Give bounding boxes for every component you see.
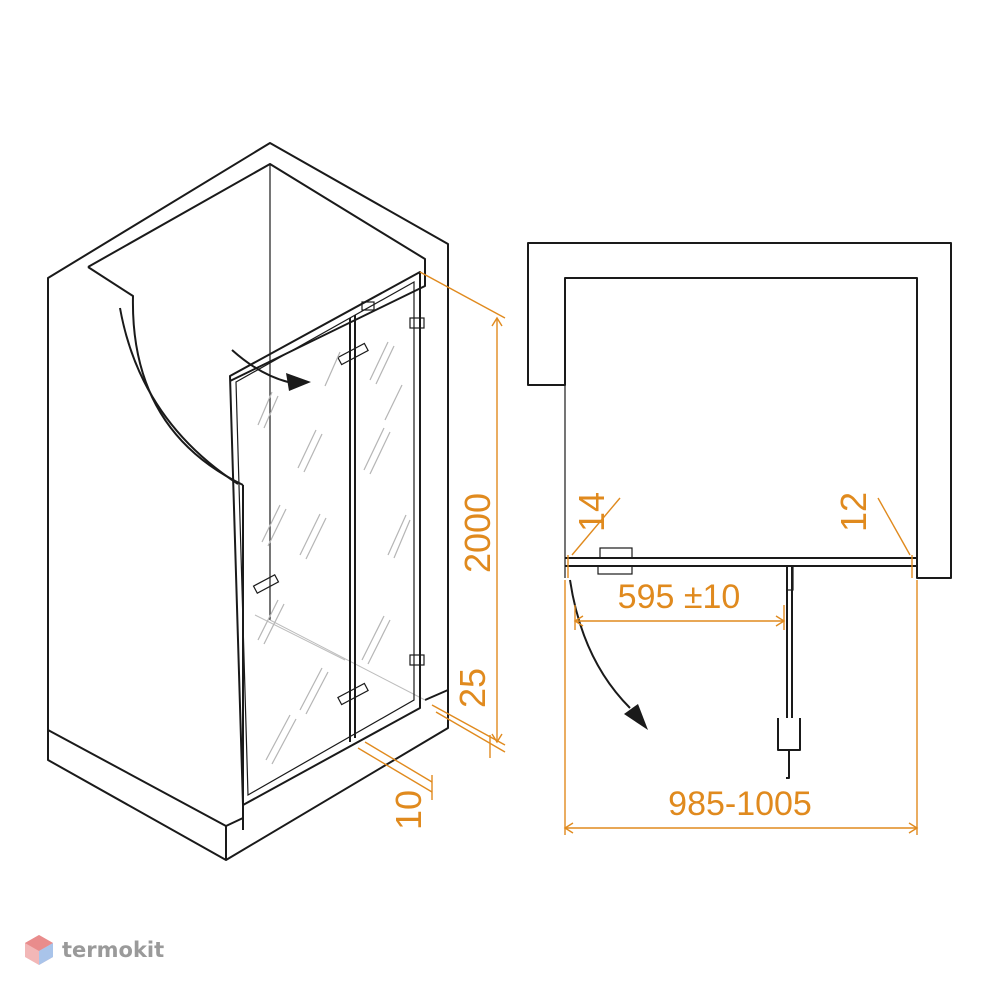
- plan-door-closed: [565, 557, 917, 567]
- dimension-gap-left-label: 14: [571, 492, 612, 532]
- hinge-bottom-wall: [409, 654, 425, 666]
- hinge-top-wall: [409, 317, 425, 329]
- plan-view: 14 12 595 ±10 985-1005: [527, 242, 952, 835]
- plan-folded-panel: [786, 566, 793, 718]
- door-outer-frame: [229, 271, 421, 806]
- plan-wall-outline: [527, 242, 952, 579]
- glass-hatching: [257, 341, 411, 765]
- dimension-height: [419, 271, 506, 746]
- dimension-bottom-label: 25: [452, 668, 493, 708]
- door-handle: [252, 574, 280, 594]
- plan-hinge: [599, 547, 633, 559]
- dimension-bottom: [435, 711, 506, 758]
- hinge-group: [337, 301, 425, 706]
- dimension-door-width-label: 595 ±10: [618, 578, 741, 616]
- dimension-threshold-label: 10: [388, 790, 429, 830]
- dimension-height-label: 2000: [457, 493, 498, 573]
- watermark: termokit: [24, 934, 164, 966]
- wall-top-inner-contour: [87, 163, 426, 382]
- dimension-gap-left: [567, 497, 621, 578]
- dimension-total-width-label: 985-1005: [668, 785, 812, 823]
- door-fold-line: [349, 315, 356, 742]
- niche-back-line: [119, 307, 239, 485]
- cube-logo-icon: [25, 935, 53, 965]
- hinge-bottom-fold: [337, 682, 369, 706]
- dimension-door-width: [573, 605, 786, 630]
- plan-swing-arrow-head: [624, 704, 648, 730]
- curved-niche: [87, 266, 244, 486]
- isometric-view: 2000 25 10: [47, 142, 506, 861]
- dimension-gap-right: [877, 497, 913, 578]
- dimension-gap-right-label: 12: [833, 492, 874, 532]
- watermark-text: termokit: [62, 938, 165, 962]
- enclosure-wall: [47, 142, 449, 861]
- hinge-top-small: [361, 301, 375, 311]
- plan-handle: [597, 565, 633, 575]
- floor-lines: [254, 614, 426, 701]
- opening-arrow: [231, 349, 289, 383]
- front-pillar: [47, 278, 244, 830]
- plan-fold-hinge: [786, 565, 794, 591]
- plan-swing-arc: [569, 579, 631, 709]
- opening-arrow-head: [286, 373, 311, 391]
- base-plinth: [47, 689, 449, 860]
- dimension-total-width: [563, 580, 919, 835]
- plan-fold-end: [777, 718, 801, 779]
- hinge-top-fold: [337, 342, 369, 366]
- dimension-threshold: [357, 741, 433, 800]
